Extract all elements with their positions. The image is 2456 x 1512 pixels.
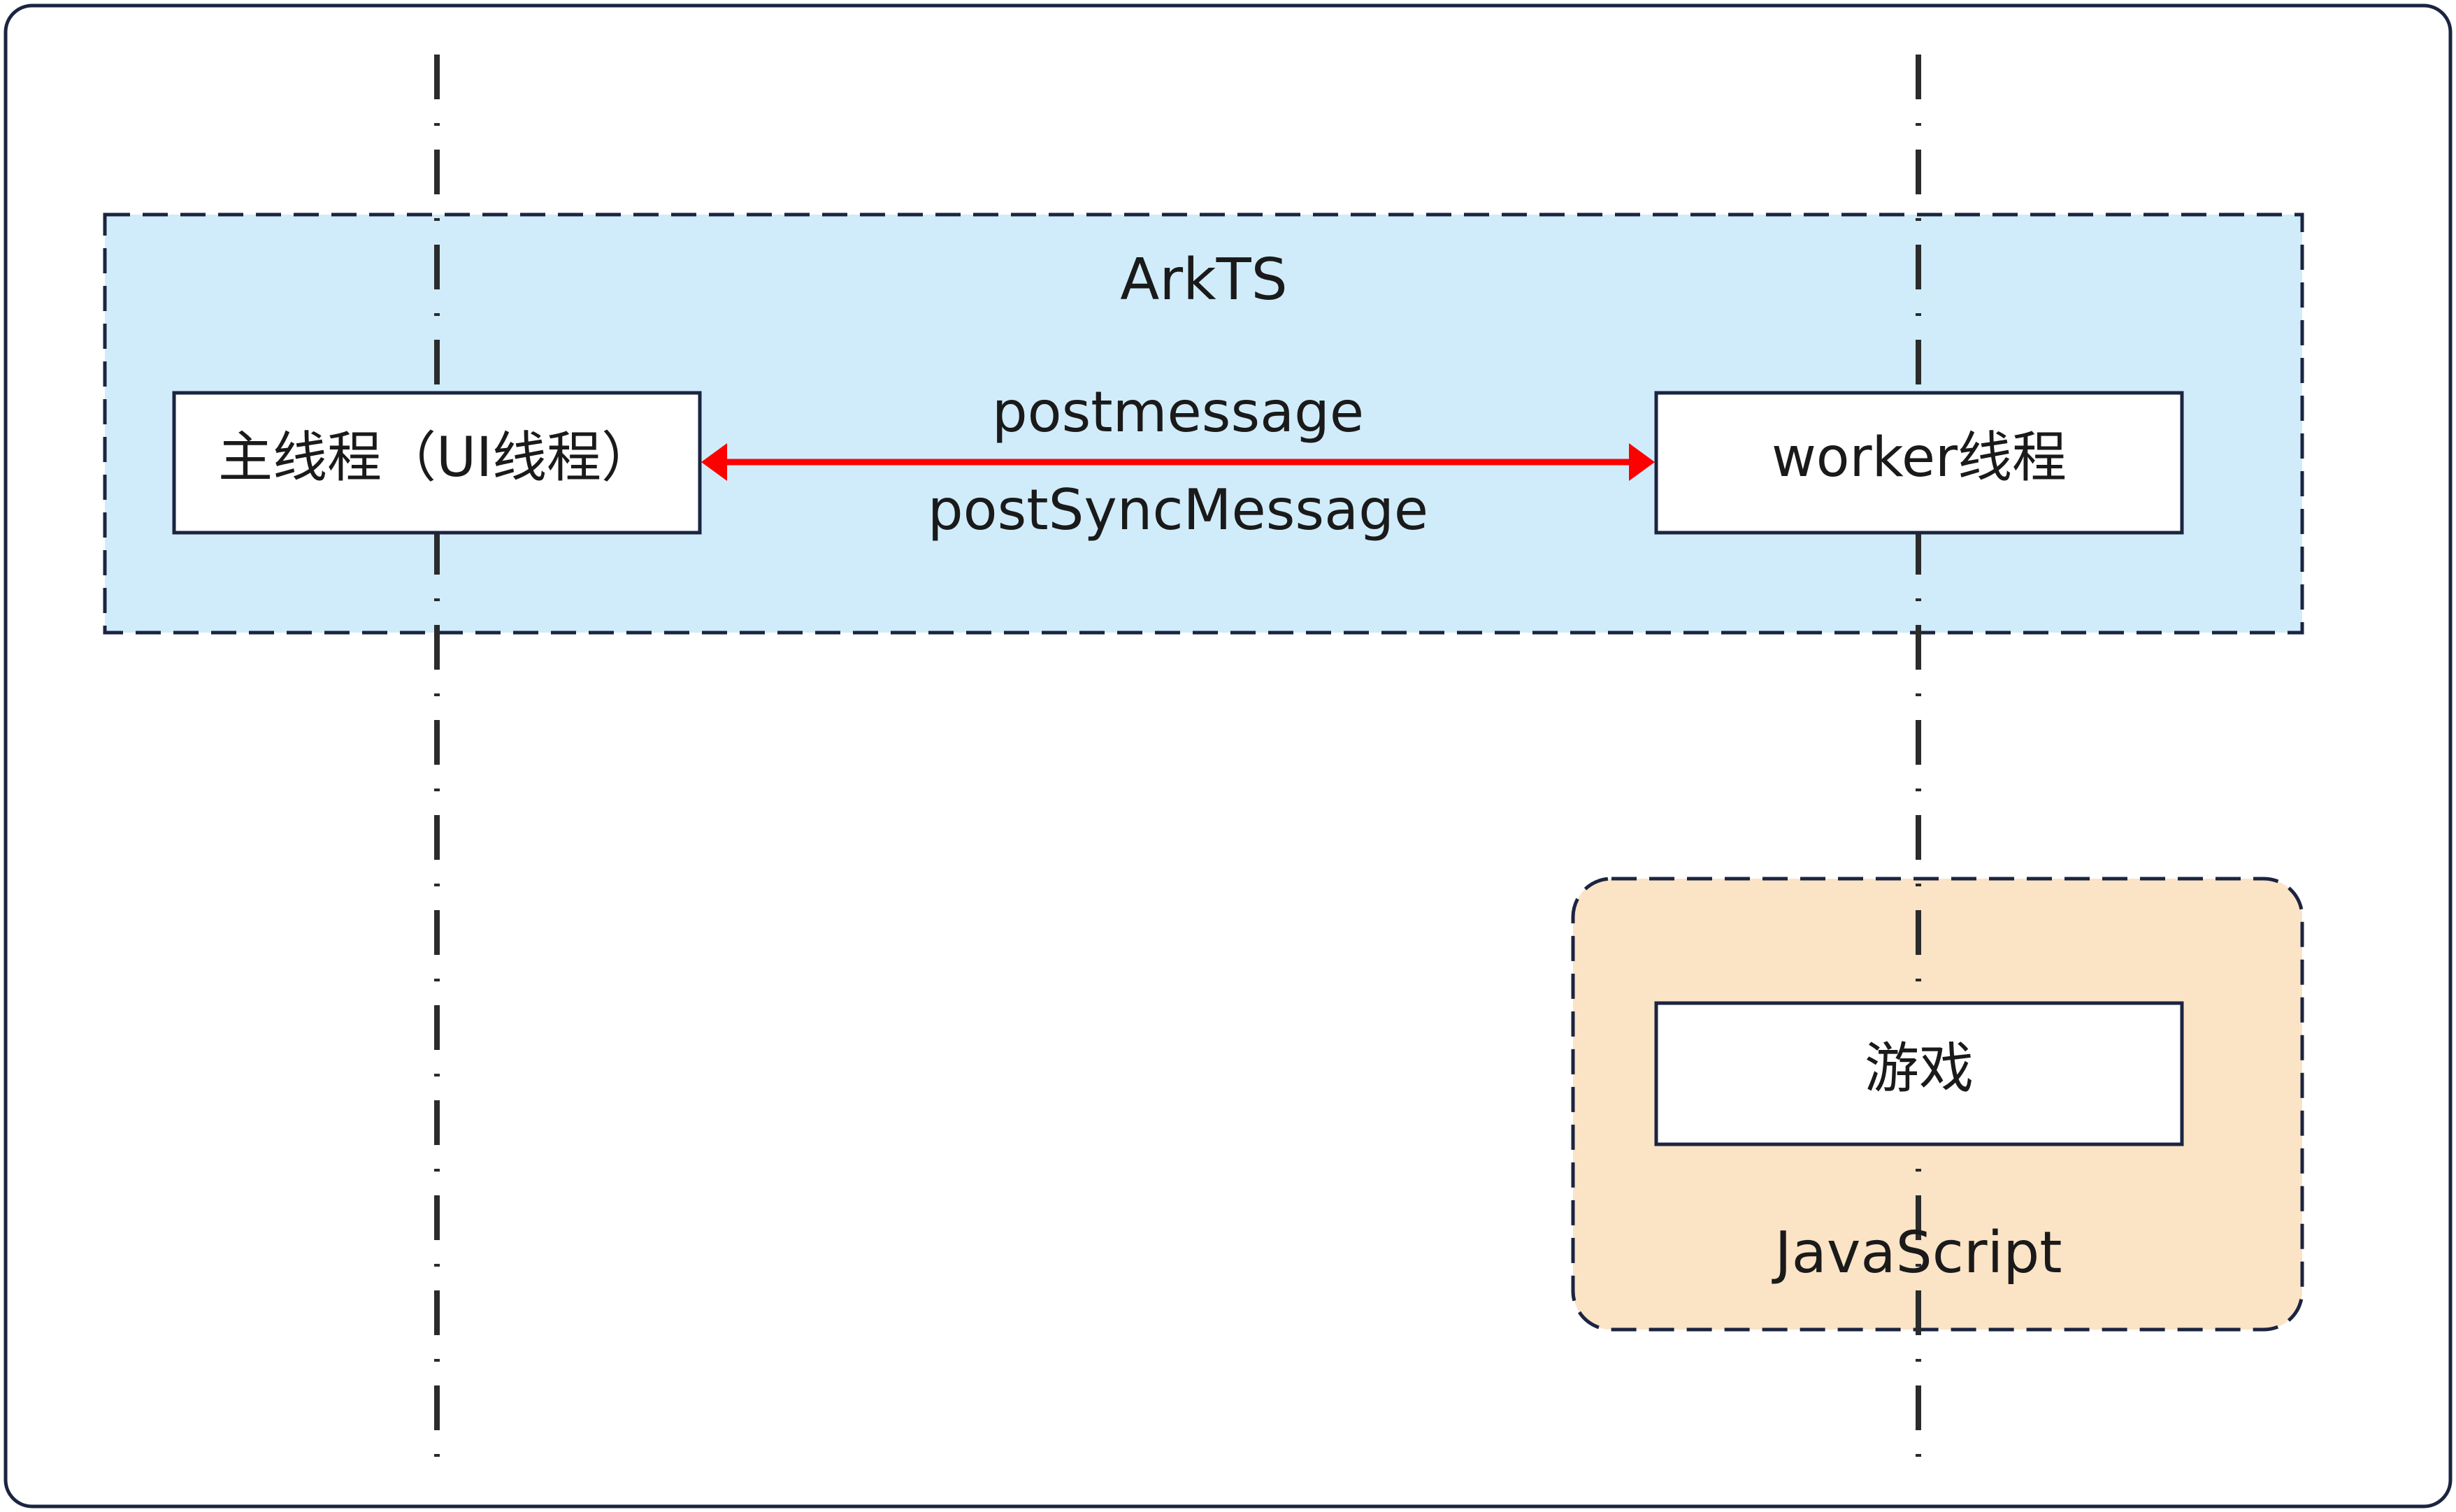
javascript-region-title: JavaScript <box>1774 1220 2062 1286</box>
postsyncmessage-label: postSyncMessage <box>927 477 1429 542</box>
postmessage-label: postmessage <box>991 380 1365 445</box>
arrowhead-right <box>1629 443 1655 481</box>
worker-thread-box <box>1654 391 2184 535</box>
main-thread-box <box>172 391 702 535</box>
game-label: 游戏 <box>1864 1037 1974 1100</box>
worker-thread-label: worker线程 <box>1771 426 2067 489</box>
arrowhead-left <box>701 443 727 481</box>
arkts-region-title: ArkTS <box>1120 247 1288 313</box>
main-thread-label: 主线程（UI线程） <box>217 426 656 489</box>
game-box <box>1654 1001 2184 1146</box>
